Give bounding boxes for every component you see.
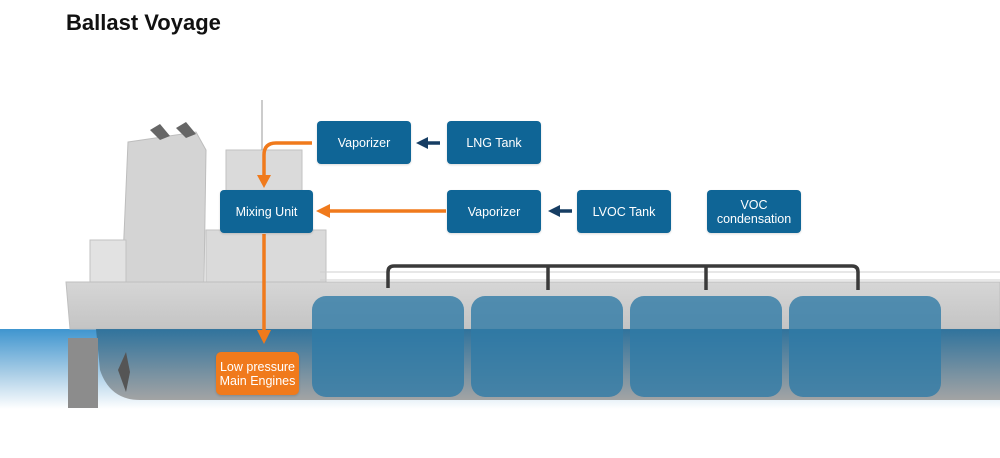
cargo-tank — [471, 296, 623, 397]
cargo-tanks — [312, 296, 941, 397]
arrowhead-lng-feed — [416, 137, 428, 149]
voc-condensation-box: VOC condensation — [707, 190, 801, 233]
arrowhead-into-engines — [257, 330, 271, 344]
funnel — [121, 122, 207, 283]
arrowhead-into-mixing-top — [257, 175, 271, 188]
page-title: Ballast Voyage — [66, 10, 221, 35]
deck-railing — [320, 271, 1000, 281]
cargo-tank — [789, 296, 941, 397]
cargo-tank — [312, 296, 464, 397]
propeller — [118, 352, 130, 392]
lvoc-tank-box: LVOC Tank — [577, 190, 671, 233]
vaporizer-lvoc-box: Vaporizer — [447, 190, 541, 233]
cargo-tank — [630, 296, 782, 397]
arrowhead-lvoc-feed — [548, 205, 560, 217]
vapor-header-pipe — [386, 264, 860, 290]
main-engines-box: Low pressure Main Engines — [216, 352, 299, 395]
rudder — [68, 338, 98, 408]
lng-tank-box: LNG Tank — [447, 121, 541, 164]
vaporizer-lng-box: Vaporizer — [317, 121, 411, 164]
flow-arrow-lng-vaporizer-to-mixing — [262, 141, 312, 177]
arrowhead-into-mixing-side — [316, 204, 330, 218]
mixing-unit-box: Mixing Unit — [220, 190, 313, 233]
